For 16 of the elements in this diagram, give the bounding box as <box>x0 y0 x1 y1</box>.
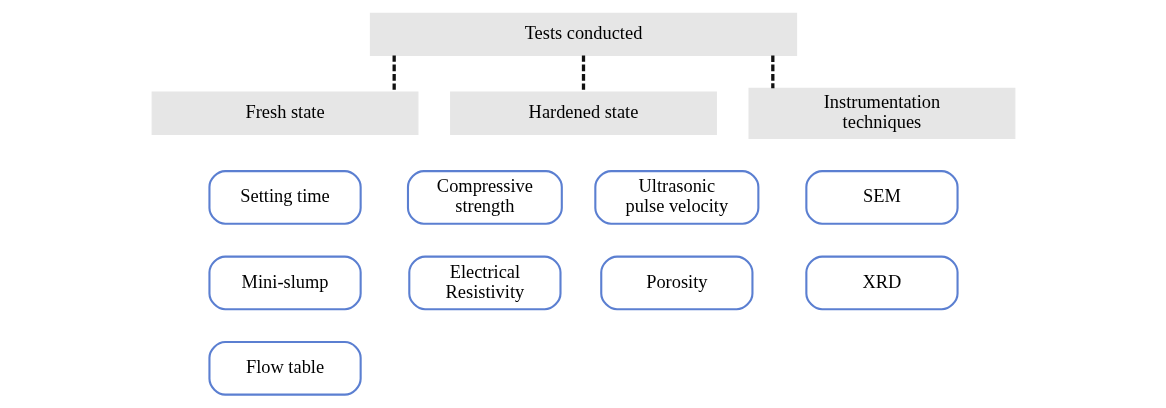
node-box: Flow table <box>207 341 362 396</box>
node-box: XRD <box>804 255 959 311</box>
node-box: Setting time <box>207 170 362 225</box>
connector <box>581 55 585 93</box>
node-box: Porosity <box>599 255 753 311</box>
connector <box>392 55 396 93</box>
node-box: Hardened state <box>449 91 717 135</box>
node-box: Tests conducted <box>369 12 797 57</box>
node-box: Ultrasonic pulse velocity <box>593 170 759 225</box>
node-box: Mini-slump <box>207 255 362 311</box>
node-box: Instrumentation techniques <box>748 87 1015 139</box>
connector <box>770 55 774 89</box>
node-box: SEM <box>804 170 959 225</box>
node-box: Compressive strength <box>406 170 563 225</box>
node-box: Electrical Resistivity <box>407 255 562 311</box>
node-box: Fresh state <box>151 91 418 135</box>
